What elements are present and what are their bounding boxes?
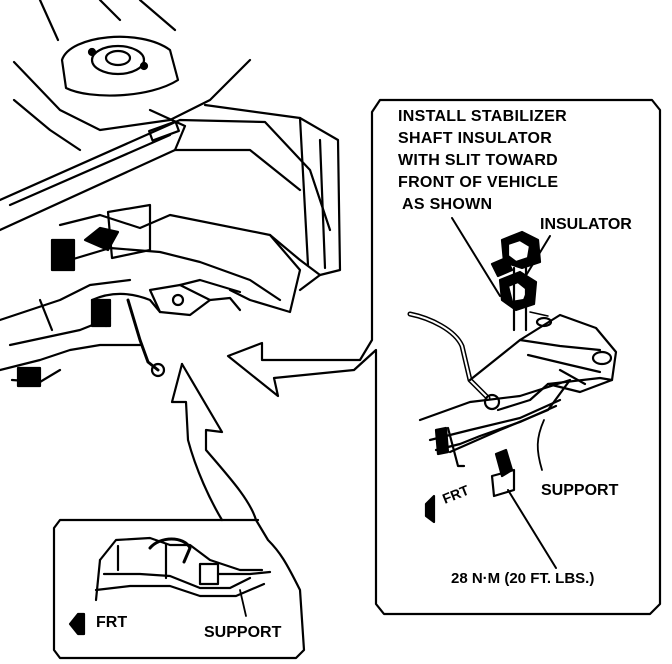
note-line-5: AS SHOWN <box>402 196 493 213</box>
support-detail-illustration <box>68 536 272 636</box>
note-line-1: INSTALL STABILIZER <box>398 108 567 125</box>
note-line-4: FRONT OF VEHICLE <box>398 174 559 191</box>
note-line-3: WITH SLIT TOWARD <box>398 152 559 169</box>
front-direction-label-left: FRT <box>96 614 128 631</box>
vehicle-frame-illustration <box>0 0 342 388</box>
callout-leader-frame <box>52 98 662 660</box>
support-label-left: SUPPORT <box>204 624 282 641</box>
support-label-right: SUPPORT <box>541 482 619 499</box>
note-line-2: SHAFT INSULATOR <box>398 130 553 147</box>
insulator-detail-illustration <box>407 217 618 569</box>
installation-note: INSTALL STABILIZER SHAFT INSULATOR WITH … <box>398 106 567 216</box>
insulator-label: INSULATOR <box>540 216 632 233</box>
torque-spec-label: 28 N·M (20 FT. LBS.) <box>451 570 595 587</box>
